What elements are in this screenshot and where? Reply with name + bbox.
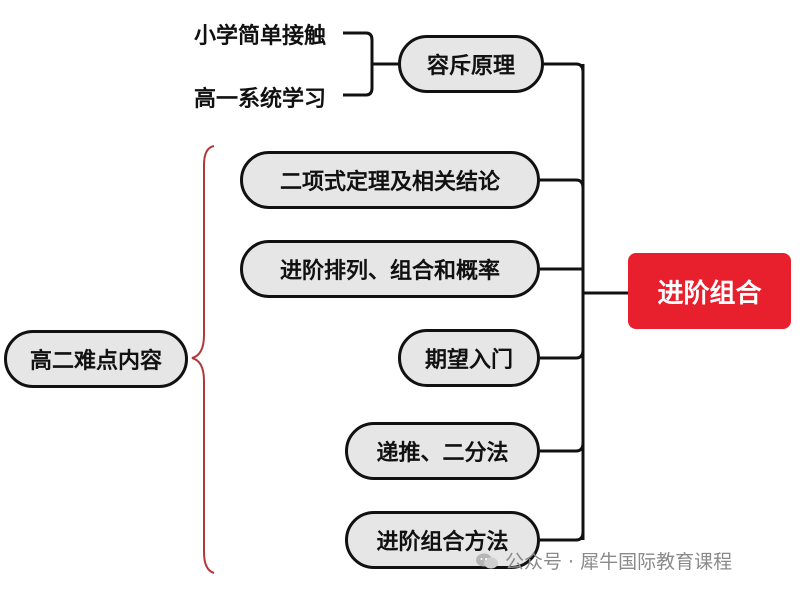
node-grade2-group[interactable]: 高二难点内容 <box>4 330 188 388</box>
wechat-icon <box>475 552 499 570</box>
link-binomial <box>540 178 585 189</box>
notes-bracket <box>343 31 398 97</box>
note-grade1: 高一系统学习 <box>194 87 327 112</box>
node-advanced-permutation[interactable]: 进阶排列、组合和概率 <box>240 240 540 298</box>
node-binomial[interactable]: 二项式定理及相关结论 <box>240 151 540 209</box>
watermark: 公众号 · 犀牛国际教育课程 <box>475 547 732 574</box>
link-recursion <box>540 442 585 453</box>
grade2-brace <box>191 145 215 574</box>
node-recursion[interactable]: 递推、二分法 <box>345 422 540 480</box>
node-expectation[interactable]: 期望入门 <box>398 329 540 387</box>
link-advanced-methods <box>540 531 585 542</box>
watermark-text: 公众号 · 犀牛国际教育课程 <box>505 551 733 573</box>
root-node[interactable]: 进阶组合 <box>628 253 791 329</box>
link-inclusion-exclusion <box>544 62 585 73</box>
node-advanced-methods[interactable]: 进阶组合方法 <box>345 511 540 569</box>
note-primary-school: 小学简单接触 <box>194 24 327 49</box>
node-inclusion-exclusion[interactable]: 容斥原理 <box>398 35 544 93</box>
link-expectation <box>540 349 585 360</box>
